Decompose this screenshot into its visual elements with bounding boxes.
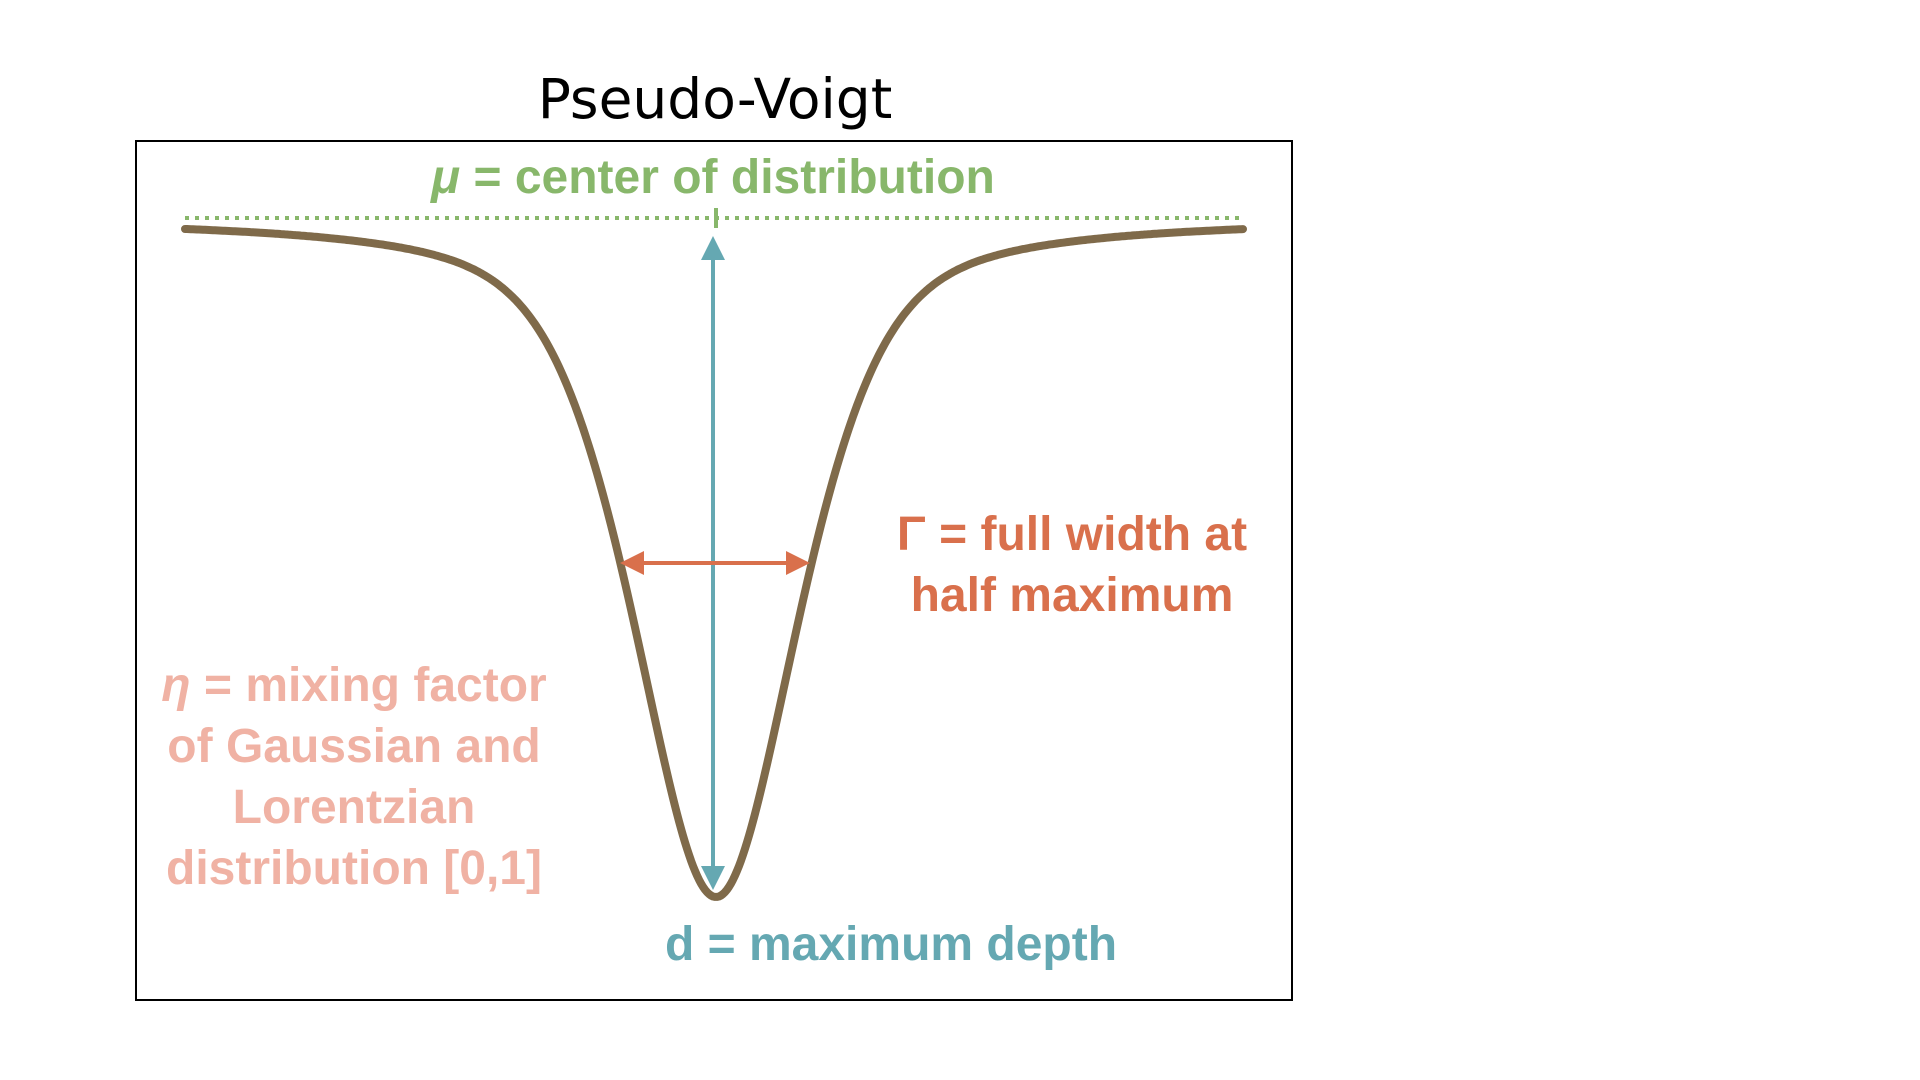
center-annotation-text: = center of distribution [460,151,995,204]
fwhm-annotation-line1: Γ = full width at [897,508,1247,561]
mu-symbol: μ [429,151,460,204]
mixing-annotation-line1-text: = mixing factor [191,659,547,712]
figure-title: Pseudo-Voigt [538,67,893,131]
plot-frame [135,140,1293,1001]
mixing-annotation-line2: of Gaussian and [167,720,540,773]
mixing-annotation-line4: distribution [0,1] [166,842,542,895]
depth-annotation: d = maximum depth [665,918,1117,971]
mixing-annotation-line1: η = mixing factor [161,659,546,712]
fwhm-annotation-line2: half maximum [911,569,1234,622]
eta-symbol: η [161,659,190,712]
pseudo-voigt-curve [181,225,1247,901]
center-annotation: μ = center of distribution [429,151,995,204]
mixing-annotation-line3: Lorentzian [233,781,476,834]
